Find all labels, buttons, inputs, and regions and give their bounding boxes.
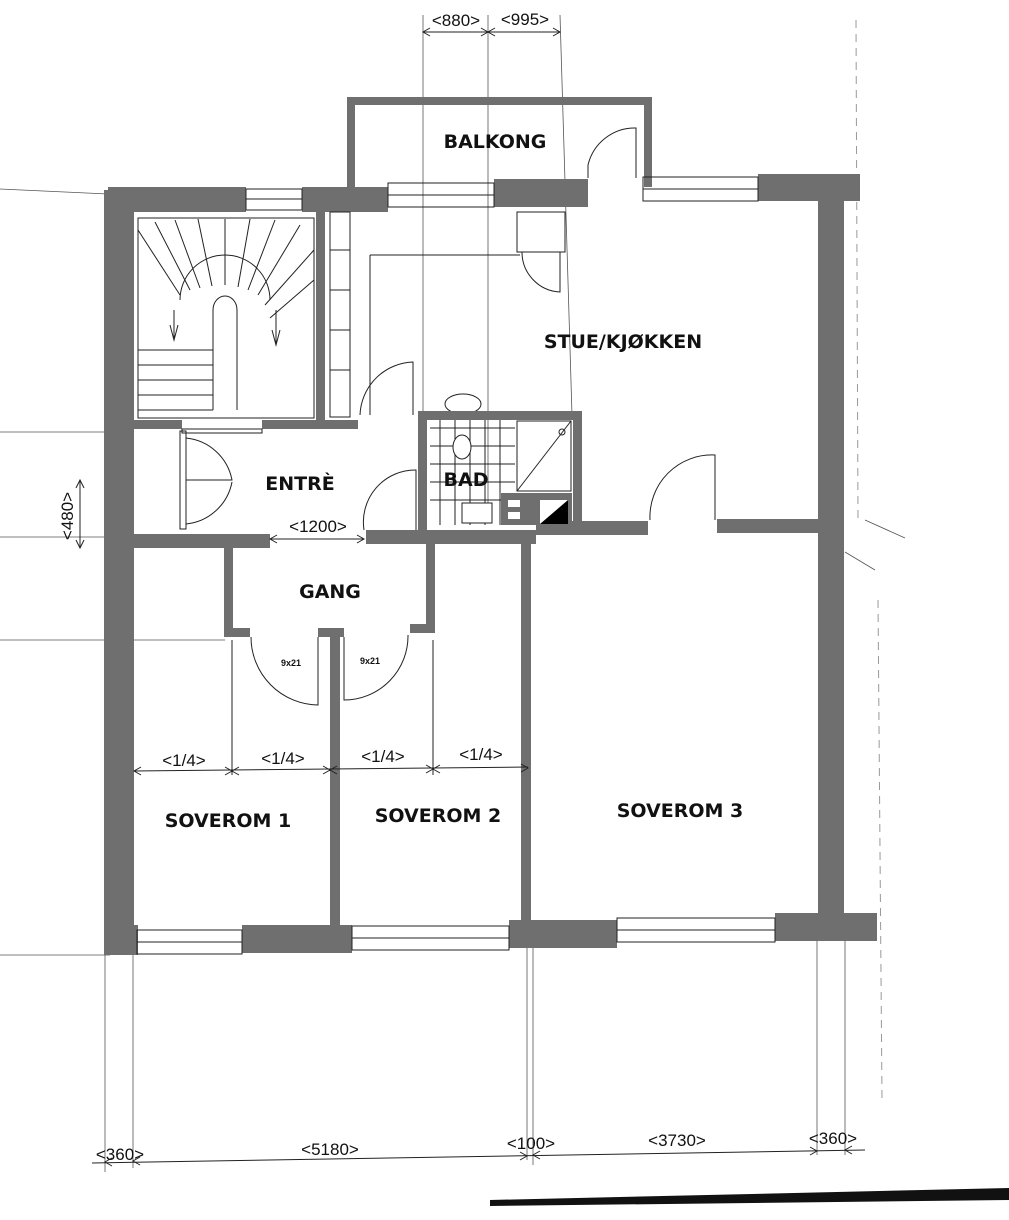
outer-walls <box>104 174 877 955</box>
dim-label-1200: <1200> <box>289 517 347 536</box>
room-label-stue: STUE/KJØKKEN <box>544 331 702 353</box>
dim-label-880: <880> <box>432 11 480 30</box>
room-label-gang: GANG <box>299 581 361 603</box>
dim-label-3730: <3730> <box>648 1131 706 1150</box>
interior-walls <box>134 411 842 930</box>
dim-label-5180: <5180> <box>301 1140 359 1159</box>
dim-label-480: <480> <box>58 492 77 540</box>
dim-label-quarter-1: <1/4> <box>162 751 206 770</box>
room-label-entre: ENTRÈ <box>265 472 334 495</box>
dimension-lines <box>75 27 866 1167</box>
room-label-bad: BAD <box>444 469 489 491</box>
staircase <box>137 210 325 422</box>
page-edge-bar <box>490 1188 1009 1206</box>
room-label-soverom1: SOVEROM 1 <box>165 810 292 832</box>
door-tags: 9x21 9x21 <box>281 656 380 668</box>
dim-label-quarter-2: <1/4> <box>261 749 305 768</box>
dim-label-995: <995> <box>501 10 549 29</box>
dim-label-100: <100> <box>507 1134 555 1153</box>
dim-label-quarter-4: <1/4> <box>459 745 503 764</box>
dim-label-360-left: <360> <box>96 1145 144 1164</box>
room-labels: BALKONG STUE/KJØKKEN ENTRÈ BAD GANG SOVE… <box>165 131 744 832</box>
dim-label-360-right: <360> <box>809 1129 857 1148</box>
room-label-soverom3: SOVEROM 3 <box>617 800 744 822</box>
bathroom-fixtures <box>430 420 572 525</box>
dimension-labels: <880> <995> <480> <1200> <1/4> <1/4> <1/… <box>58 10 857 1164</box>
door-tag-left: 9x21 <box>281 658 301 668</box>
kitchen-fixtures <box>329 211 566 418</box>
room-label-soverom2: SOVEROM 2 <box>375 805 502 827</box>
door-tag-right: 9x21 <box>360 656 380 666</box>
dim-label-quarter-3: <1/4> <box>361 747 405 766</box>
room-label-balkong: BALKONG <box>444 131 547 153</box>
doors <box>179 428 716 706</box>
balcony <box>347 97 652 187</box>
